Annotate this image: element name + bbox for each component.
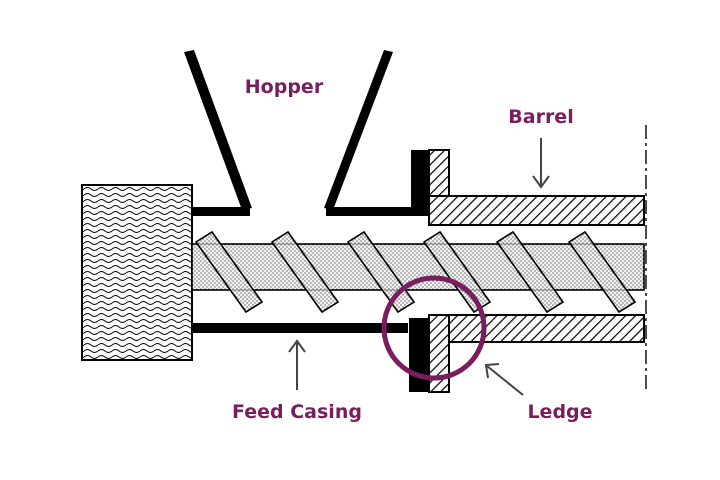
hopper-left-wall [184,50,252,210]
flange-upper [411,150,429,216]
ledge-highlight-circle [381,275,487,381]
flange-lower [409,318,429,392]
barrel-label: Barrel [508,106,573,128]
barrel-lower-wall [428,314,645,343]
ledge-label: Ledge [527,401,592,423]
barrel-upper-step [428,149,450,197]
hopper-label: Hopper [245,76,324,98]
feed-casing-top-left [192,207,250,216]
feed-casing-label: Feed Casing [232,401,362,423]
barrel-arrow [532,138,550,189]
feed-casing-top-right [326,207,426,216]
barrel-ledge [428,314,450,393]
hopper-right-wall [324,50,393,210]
ledge-arrow [484,363,524,396]
barrel-upper-wall [428,195,645,226]
drive-block [81,184,193,361]
feed-casing-bottom [192,323,408,333]
feed-casing-arrow [288,339,306,390]
